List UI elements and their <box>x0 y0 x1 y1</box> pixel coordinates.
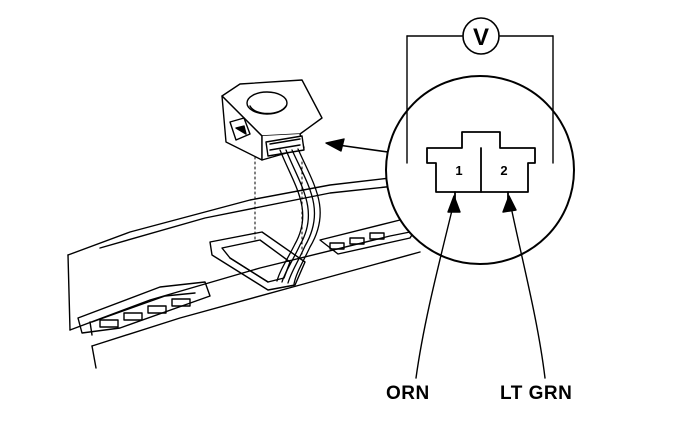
switch-assembly <box>221 79 323 161</box>
console-panel <box>67 177 446 369</box>
voltmeter-symbol: V <box>473 24 489 51</box>
connector-face <box>426 131 536 201</box>
voltmeter-leads <box>406 35 554 164</box>
probe-arrows <box>415 195 546 379</box>
voltmeter-icon <box>462 17 500 55</box>
wire-harness <box>276 148 321 285</box>
wire-color-orn-label: ORN <box>386 383 430 404</box>
terminal-2-label: 2 <box>500 163 507 178</box>
wire-color-lt-grn-label: LT GRN <box>500 383 573 404</box>
terminal-1-label: 1 <box>455 163 462 178</box>
callout-arrow <box>325 138 389 153</box>
